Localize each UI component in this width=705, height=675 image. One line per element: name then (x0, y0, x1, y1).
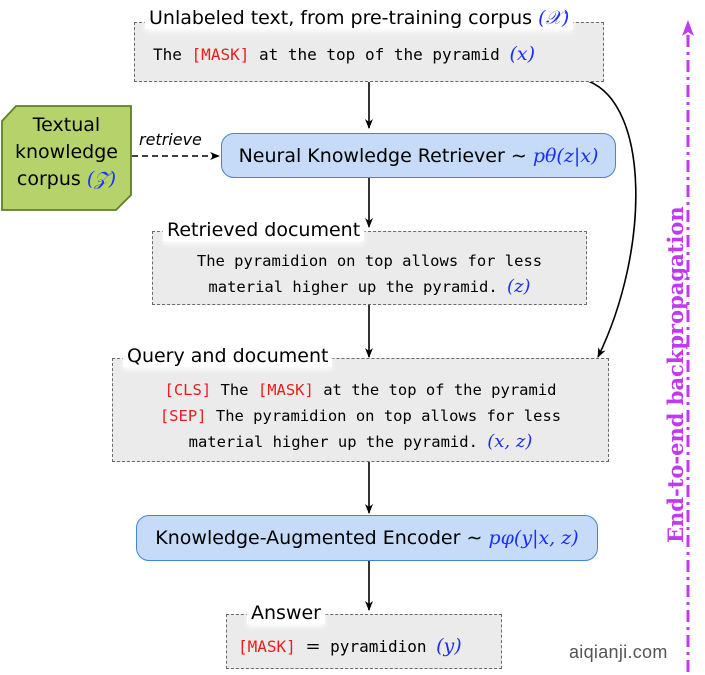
input-box-label: Unlabeled text, from pre-training corpus… (145, 7, 574, 29)
input-sentence: The [MASK] at the top of the pyramid (x) (153, 43, 535, 65)
encoder-label: Knowledge-Augmented Encoder ∼ (155, 527, 483, 549)
mask-token: [MASK] (238, 637, 296, 656)
sep-token: [SEP] (159, 407, 207, 425)
query-doc-math: (x, z) (487, 431, 533, 452)
input-text-suffix: at the top of the pyramid (258, 45, 500, 64)
query-doc-line1-a: The (220, 381, 249, 399)
answer-text: [MASK] = pyramidion (y) (238, 635, 462, 657)
input-text-prefix: The (153, 45, 182, 64)
corpus-line3: corpus (𝒵) (2, 166, 131, 193)
retrieved-doc-line2-text: material higher up the pyramid. (208, 278, 498, 296)
query-doc-line2: [SEP] The pyramidion on top allows for l… (113, 403, 608, 429)
retrieved-doc-line1: The pyramidion on top allows for less (196, 252, 543, 270)
mask-token: [MASK] (191, 45, 250, 64)
input-math-x: (x) (509, 43, 535, 65)
query-document-text: [CLS] The [MASK] at the top of the pyram… (113, 377, 608, 455)
corpus-line3-text: corpus (16, 168, 81, 190)
knowledge-augmented-encoder: Knowledge-Augmented Encoder ∼ pφ(y|x, z) (136, 515, 598, 561)
retriever-math: pθ(z|x) (532, 144, 599, 167)
input-box-label-text: Unlabeled text, from pre-training corpus (149, 7, 533, 29)
retrieved-doc-line2: material higher up the pyramid. (z) (153, 274, 586, 300)
query-doc-line3: material higher up the pyramid. (x, z) (113, 429, 608, 455)
answer-box: [MASK] = pyramidion (y) (226, 614, 502, 669)
retriever-label: Neural Knowledge Retriever ∼ (238, 144, 527, 167)
encoder-math: pφ(y|x, z) (488, 527, 579, 549)
mask-token: [MASK] (257, 381, 314, 399)
corpus-line2: knowledge (15, 141, 118, 163)
retrieved-document-box: The pyramidion on top allows for less ma… (152, 231, 587, 305)
cls-token: [CLS] (164, 381, 212, 399)
query-doc-line3-text: material higher up the pyramid. (188, 433, 478, 451)
answer-label: Answer (247, 602, 325, 624)
corpus-shape (1, 105, 132, 211)
arrow-input-to-query-curve (587, 80, 637, 358)
query-and-document-label: Query and document (123, 345, 333, 367)
retrieved-doc-math: (z) (507, 276, 531, 297)
corpus-line1: Textual (32, 114, 101, 136)
input-box-label-math: (𝒳) (538, 7, 570, 29)
backprop-label: End-to-end backpropagation (663, 206, 688, 543)
retrieved-document-text: The pyramidion on top allows for less ma… (153, 249, 586, 300)
watermark: aiqianji.com (569, 642, 668, 662)
retrieved-document-label: Retrieved document (163, 219, 365, 241)
query-and-document-box: [CLS] The [MASK] at the top of the pyram… (112, 358, 609, 462)
query-doc-line1-b: at the top of the pyramid (323, 381, 557, 399)
answer-math: (y) (436, 635, 462, 657)
query-doc-line1: [CLS] The [MASK] at the top of the pyram… (113, 377, 608, 403)
input-text-box: The [MASK] at the top of the pyramid (x) (134, 22, 604, 82)
neural-knowledge-retriever: Neural Knowledge Retriever ∼ pθ(z|x) (221, 133, 616, 178)
retrieve-edge-label: retrieve (139, 130, 202, 149)
answer-value: pyramidion (330, 637, 427, 656)
query-doc-line2-text: The pyramidion on top allows for less (215, 407, 562, 425)
corpus-math: (𝒵) (86, 168, 117, 190)
answer-equals: = (305, 636, 321, 657)
corpus-text: Textual knowledge corpus (𝒵) (2, 112, 131, 193)
